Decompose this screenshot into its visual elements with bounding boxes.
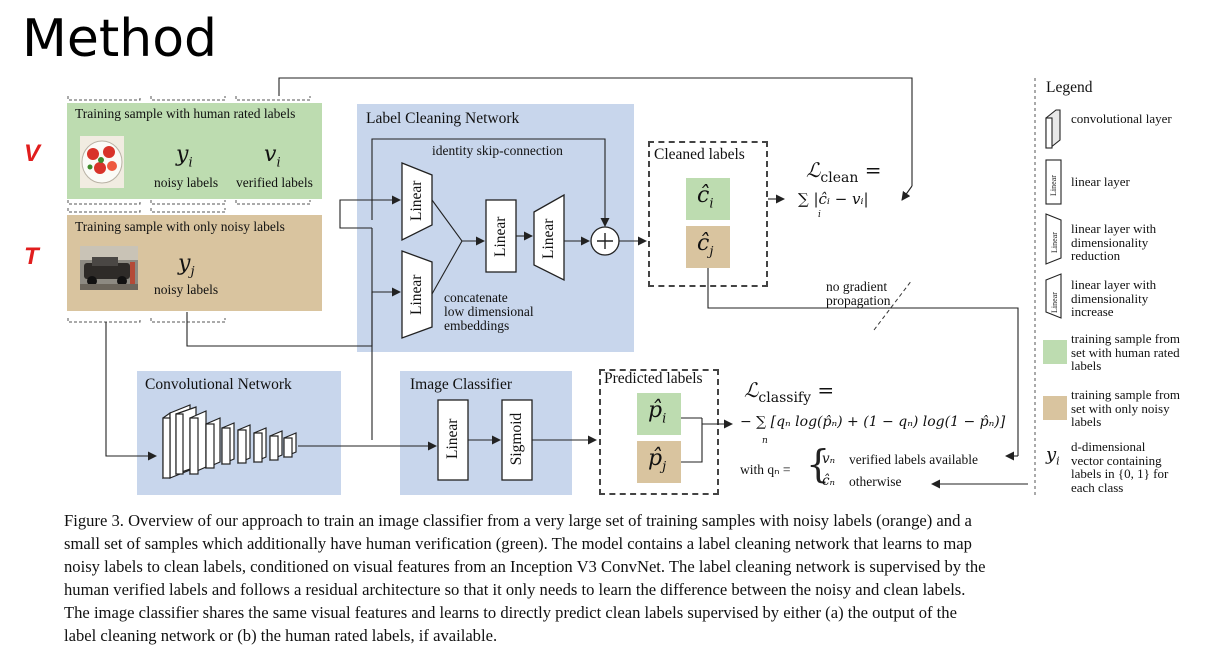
lcn-linear-increase-label: Linear (540, 218, 557, 259)
conv-network-title: Convolutional Network (145, 376, 292, 393)
predicted-labels-box (599, 369, 719, 495)
input-dashed-brackets (67, 96, 311, 323)
legend-linear-increase-icon (1045, 273, 1062, 319)
caption-line: small set of samples which additionally … (64, 534, 972, 553)
plate-photo (80, 136, 124, 188)
cleaned-label-j-square (686, 226, 730, 268)
no-gradient-label-1: no gradient (826, 279, 888, 294)
legend-green-swatch (1043, 340, 1067, 364)
legend-item-linear-reduction: linear layer with dimensionality reducti… (1071, 221, 1157, 263)
legend-linear-icon (1045, 159, 1062, 205)
noisy-labels-caption-j: noisy labels (154, 282, 219, 297)
verified-label-symbol-i: vi (264, 142, 281, 171)
noisy-label-symbol-j: yj (178, 251, 195, 280)
loss-clean-sum-index: i (818, 210, 821, 220)
noisy-label-symbol-i: yi (176, 142, 193, 171)
caption-line: human verified labels and follows a resi… (64, 580, 966, 599)
lcn-linear-increase (533, 193, 565, 282)
cleaned-label-i-square (686, 178, 730, 220)
cases-brace: { (806, 442, 831, 486)
legend-title: Legend (1046, 79, 1093, 96)
predicted-pi: p̂i (648, 398, 667, 427)
case1-symbol: vₙ (822, 451, 836, 467)
legend-linear-reduction-icon (1045, 213, 1062, 265)
case2-symbol: ĉₙ (822, 473, 836, 489)
caption-line: The image classifier shares the same vis… (64, 603, 957, 622)
legend-y-symbol: yi (1046, 444, 1060, 468)
cleaned-ci: ĉi (697, 183, 714, 212)
legend-item-tan: training sample from set with only noisy… (1071, 387, 1181, 429)
lcn-linear-reduction-bottom (401, 250, 433, 339)
caption-line: Figure 3. Overview of our approach to tr… (64, 511, 972, 530)
caption-line: label cleaning network or (b) the human … (64, 626, 498, 645)
predicted-labels-title: Predicted labels (604, 370, 703, 387)
classifier-sigmoid-label: Sigmoid (508, 412, 525, 466)
predicted-pj: p̂j (648, 446, 667, 475)
conv-layer-stack (162, 404, 297, 480)
set-label-verified: V (24, 140, 41, 167)
legend-item-conv: convolutional layer (1071, 111, 1172, 126)
caption-line: noisy labels to clean labels, conditione… (64, 557, 986, 576)
set-label-noisy: T (24, 243, 39, 270)
human-rated-header: Training sample with human rated labels (75, 106, 296, 121)
loss-classify-symbol: ℒclassify = (744, 378, 835, 406)
loss-classify-formula: − ∑ [qₙ log(p̂ₙ) + (1 − qₙ) log(1 − p̂ₙ)… (740, 414, 1006, 430)
diagram-graphics: Linear Linear Linear (67, 77, 1062, 495)
legend-item-y: d-dimensional vector containing labels i… (1071, 439, 1169, 495)
classifier-sigmoid-block (501, 399, 533, 481)
concat-label-2: low dimensional (444, 304, 534, 319)
case1-text: verified labels available (849, 452, 978, 467)
image-classifier-panel (400, 371, 572, 495)
cleaned-cj: ĉj (697, 231, 714, 260)
predicted-label-i-square (637, 393, 681, 435)
cleaned-labels-title: Cleaned labels (654, 146, 745, 163)
loss-clean-formula: ∑ |ĉᵢ − vᵢ| (798, 190, 869, 208)
legend-tan-swatch (1043, 396, 1067, 420)
noisy-only-header: Training sample with only noisy labels (75, 219, 285, 234)
no-gradient-cut (873, 279, 913, 331)
svg-text:Linear: Linear (1050, 292, 1059, 313)
legend-linear-icon-text: Linear (1049, 175, 1058, 196)
figure-caption: Figure 3. Overview of our approach to tr… (64, 509, 1177, 647)
predicted-label-j-square (637, 441, 681, 483)
classifier-linear-block (437, 399, 469, 481)
no-gradient-label-2: propagation (826, 293, 891, 308)
classifier-linear-label: Linear (444, 418, 461, 459)
identity-skip-label: identity skip-connection (432, 143, 563, 158)
noisy-labels-caption-i: noisy labels (154, 175, 219, 190)
concat-label-3: embeddings (444, 318, 510, 333)
lcn-linear-middle-label: Linear (492, 216, 509, 257)
legend-item-linear: linear layer (1071, 174, 1130, 189)
lcn-linear-top-label: Linear (408, 180, 425, 221)
lcn-linear-reduction-top (401, 162, 433, 242)
loss-clean-symbol: ℒclean = (806, 158, 882, 186)
car-photo (80, 246, 138, 290)
lcn-title: Label Cleaning Network (366, 110, 520, 127)
concat-label-1: concatenate (444, 290, 508, 305)
image-classifier-title: Image Classifier (410, 376, 513, 393)
loss-classify-sum-index: n (762, 436, 768, 446)
svg-text:Linear: Linear (1050, 232, 1059, 253)
slide-title: Method (22, 9, 218, 69)
case2-text: otherwise (849, 474, 902, 489)
legend-item-linear-increase: linear layer with dimensionality increas… (1071, 277, 1157, 319)
verified-labels-caption: verified labels (236, 175, 313, 190)
lcn-linear-bottom-label: Linear (408, 274, 425, 315)
with-qn-label: with qₙ = (740, 462, 791, 477)
legend-item-green: training sample from set with human rate… (1071, 331, 1181, 373)
